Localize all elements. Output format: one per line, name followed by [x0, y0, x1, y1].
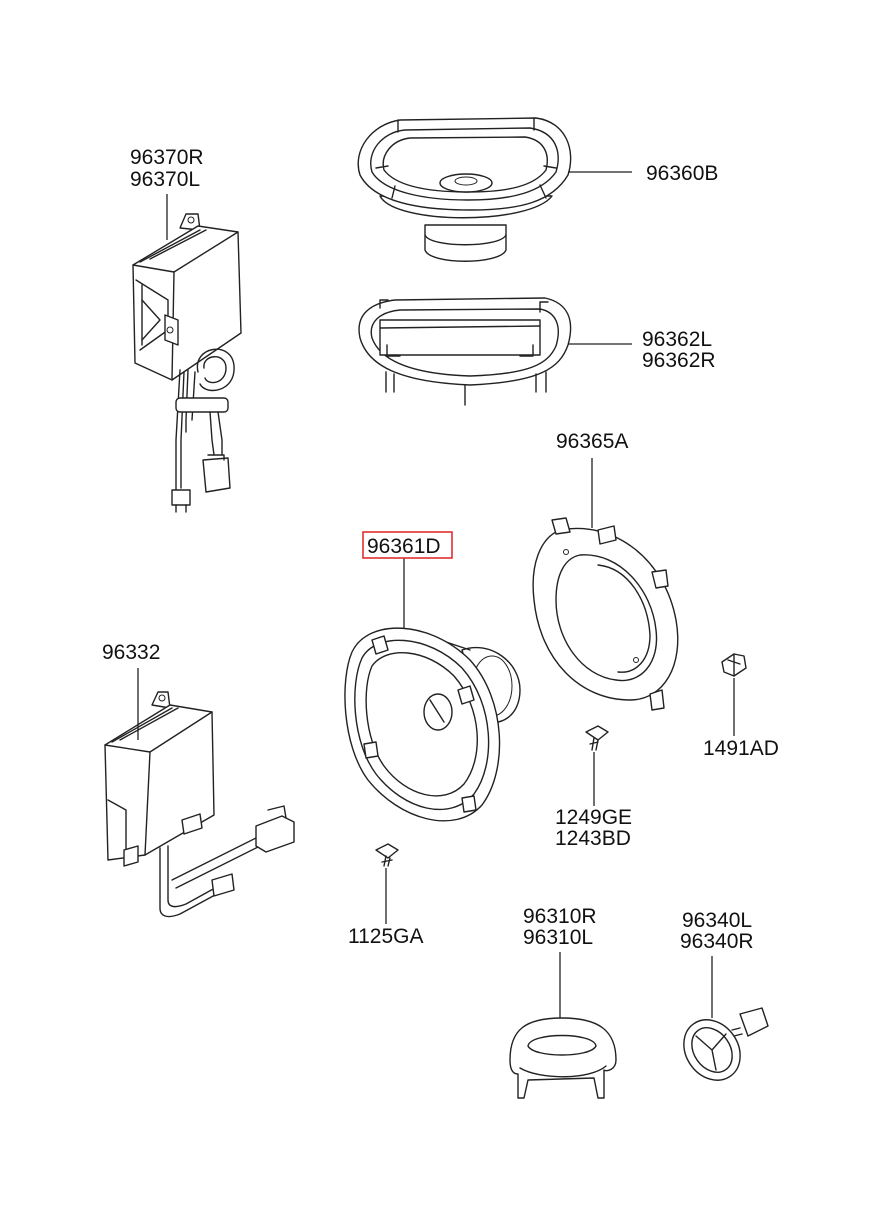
- label-96310L: 96310L: [523, 926, 593, 949]
- label-96310R: 96310R: [523, 905, 597, 928]
- speaker-96360B[interactable]: [357, 117, 632, 262]
- label-96332: 96332: [102, 641, 160, 664]
- label-1125GA: 1125GA: [348, 925, 424, 948]
- label-96340R: 96340R: [680, 930, 754, 953]
- adapter-ring-96365A[interactable]: [532, 458, 679, 711]
- cover-96310[interactable]: [509, 952, 617, 1099]
- label-96370L: 96370L: [130, 168, 200, 191]
- amplifier-module-96370[interactable]: [132, 213, 242, 513]
- label-96362R: 96362R: [642, 349, 716, 372]
- label-96370R: 96370R: [130, 146, 204, 169]
- label-1249GE: 1249GE: [555, 806, 632, 829]
- label-96365A: 96365A: [556, 430, 628, 453]
- clip-1491AD[interactable]: [721, 653, 747, 736]
- label-96361D: 96361D: [367, 535, 441, 558]
- label-1491AD: 1491AD: [703, 737, 779, 760]
- selected-part-highlight: [362, 531, 453, 559]
- label-96340L: 96340L: [682, 909, 752, 932]
- speaker-96361D[interactable]: [344, 558, 521, 822]
- screw-1125GA[interactable]: [375, 843, 399, 924]
- label-1243BD: 1243BD: [555, 827, 631, 850]
- tweeter-96340[interactable]: [672, 956, 769, 1091]
- amplifier-module-96332[interactable]: [104, 668, 295, 918]
- screw-1249GE[interactable]: [585, 725, 609, 806]
- speaker-bracket-96362[interactable]: [358, 297, 632, 406]
- label-96360B: 96360B: [646, 162, 718, 185]
- label-96362L: 96362L: [642, 328, 712, 351]
